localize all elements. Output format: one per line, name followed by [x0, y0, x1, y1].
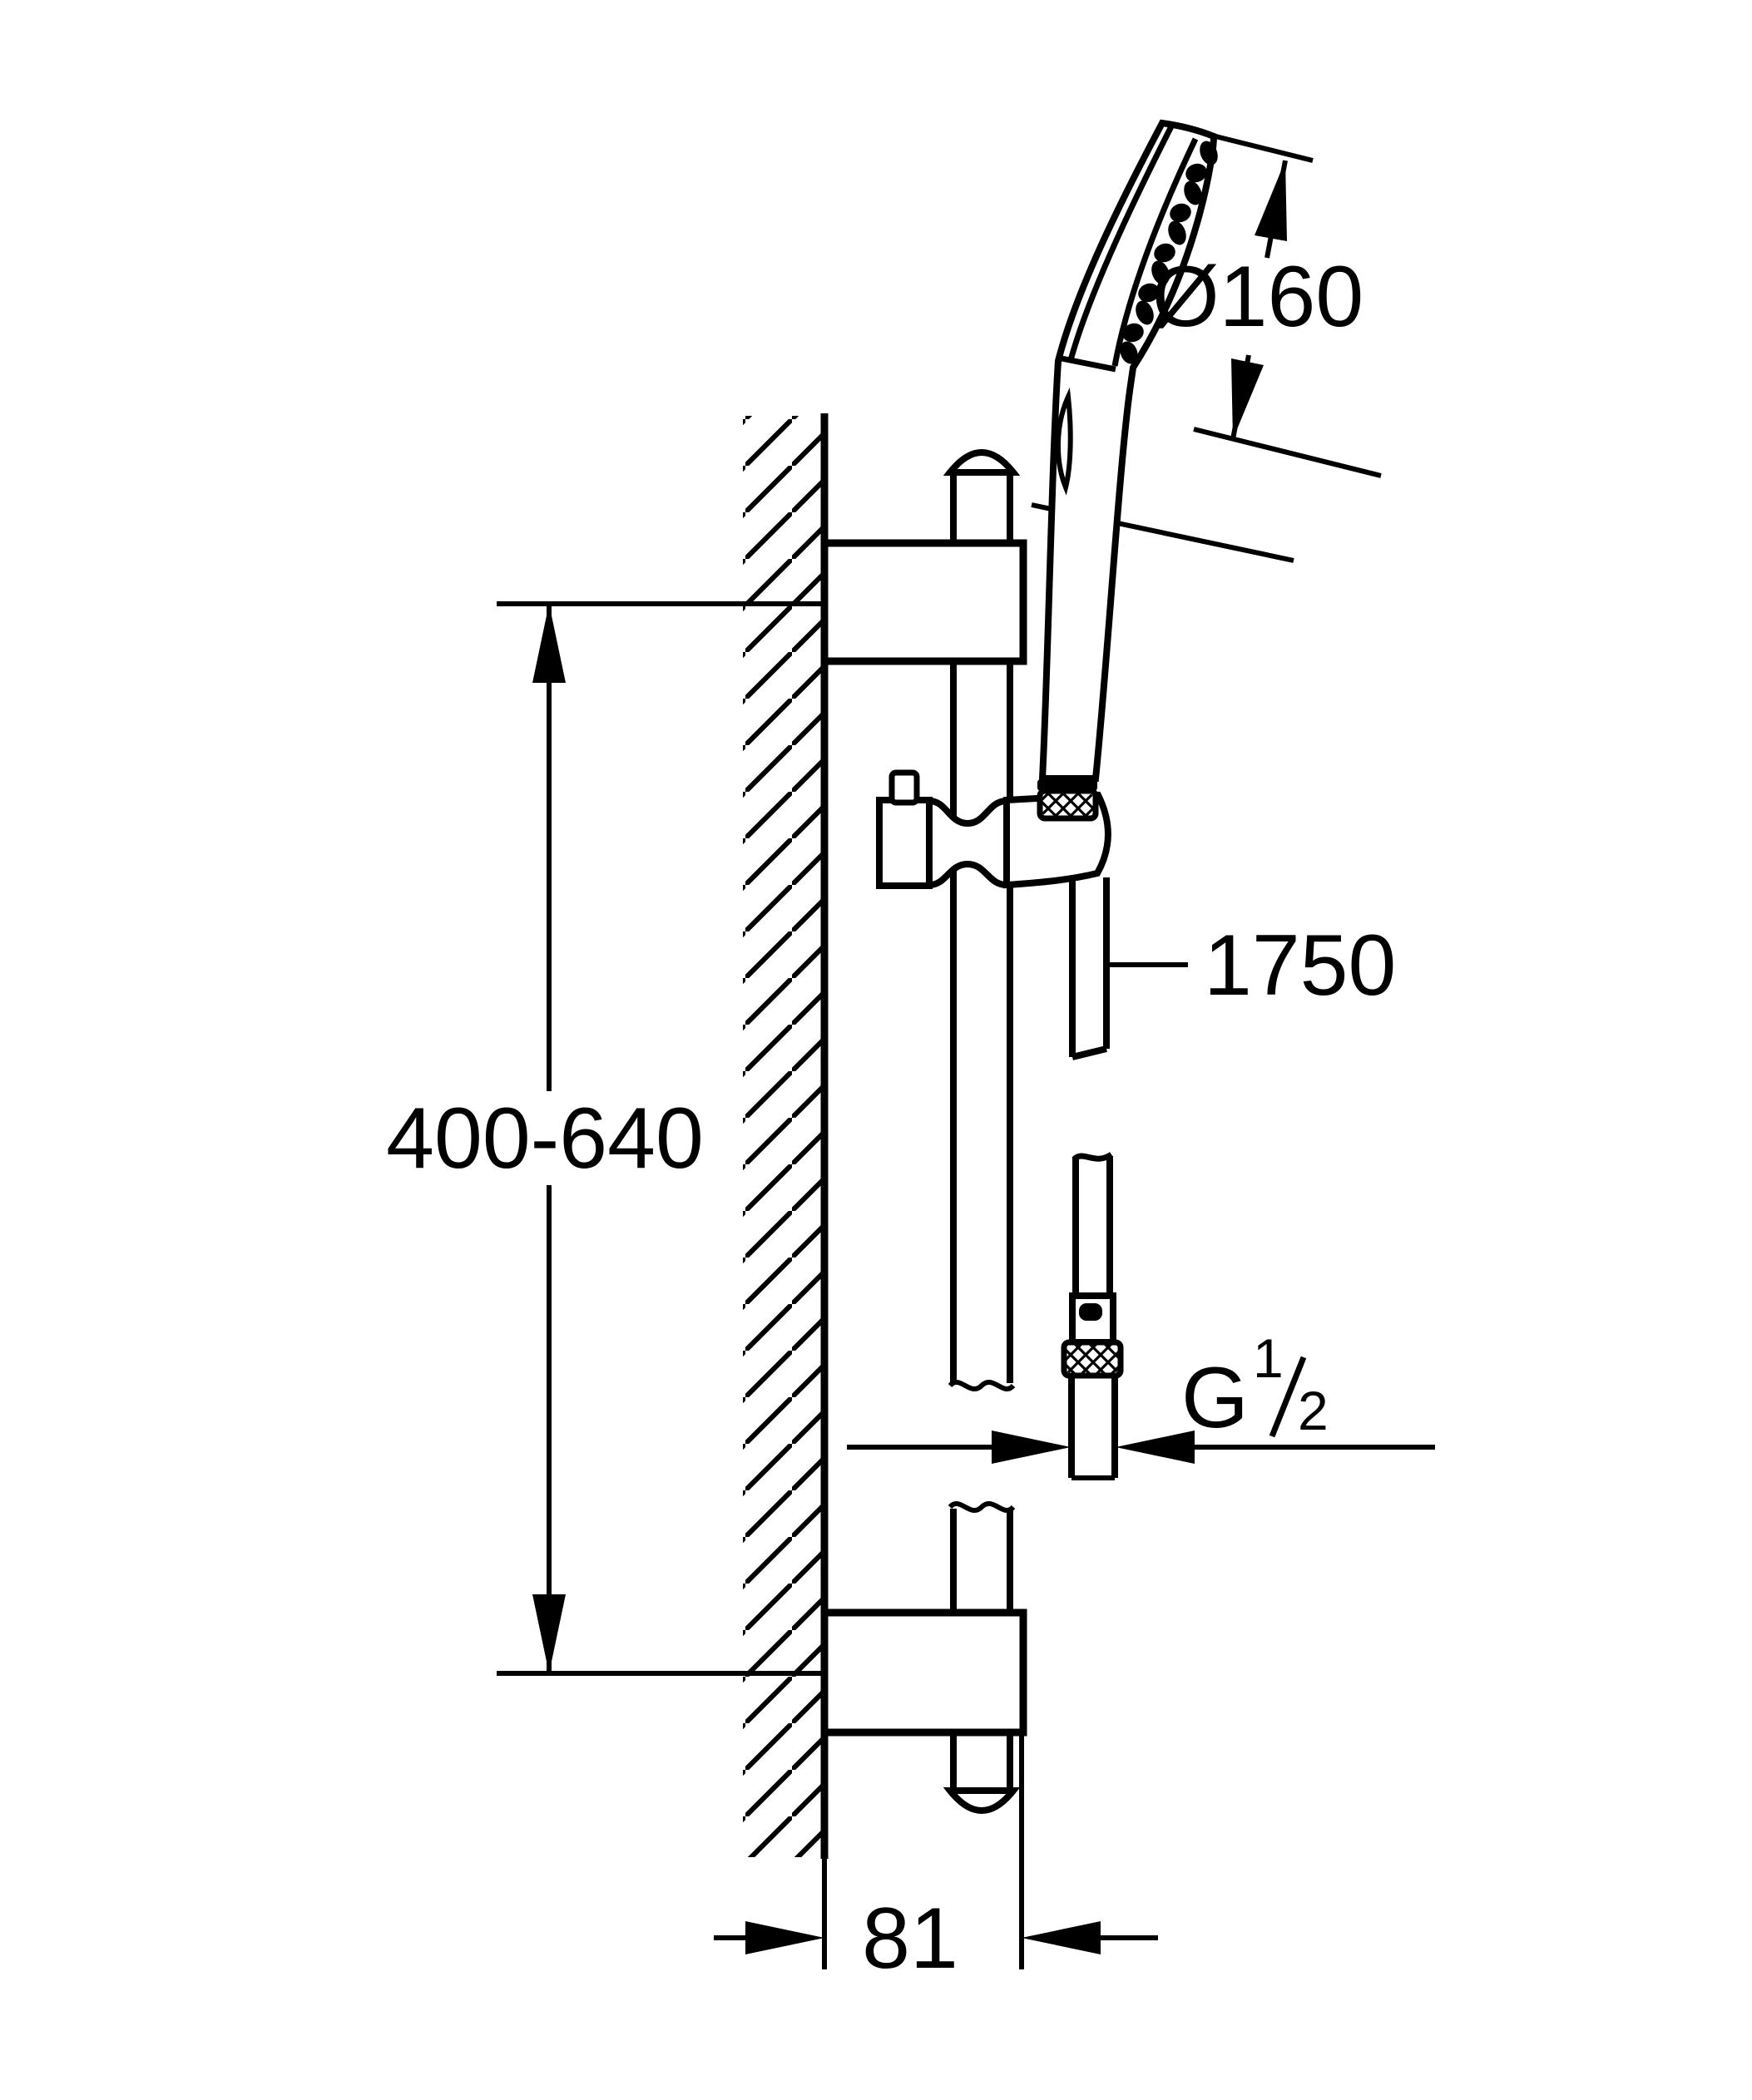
head-diameter-label: Ø160: [1152, 249, 1363, 345]
handle-knurled-nut: [1037, 788, 1099, 822]
slider-clamp: [926, 797, 1010, 889]
shower-head-outline: [1038, 119, 1218, 782]
spray-nozzles: [1120, 141, 1218, 364]
dim-thread-size: [847, 1430, 1435, 1464]
hose-knurled-nut: [1061, 1339, 1124, 1379]
head-bottom-edge: [1061, 355, 1116, 373]
thread-letter-label: G: [1181, 1350, 1249, 1446]
extension-line-head-bottom: [1193, 427, 1382, 478]
thread-denominator-label: 2: [1298, 1380, 1329, 1441]
thread-numerator-label: 1: [1253, 1327, 1284, 1389]
rail-height-range-label: 400-640: [386, 1090, 704, 1187]
arrowhead-diagonal-up-icon: [1255, 161, 1287, 241]
rail-top-cap: [943, 449, 1021, 476]
head-faceplate-line: [1111, 137, 1199, 367]
rail-break-line-upper: [948, 1380, 1016, 1391]
head-seam-line: [1067, 125, 1175, 361]
spray-mode-lever: [1055, 387, 1073, 496]
wall-bracket-top: [820, 539, 1027, 665]
arrowhead-diagonal-down-icon: [1231, 358, 1264, 439]
hand-shower: [1038, 119, 1218, 782]
arrowhead-left-icon: [1116, 1430, 1195, 1464]
dim-head-diameter: [1031, 121, 1382, 563]
rail-break-line-lower: [948, 1501, 1016, 1513]
arrowhead-up-icon: [532, 604, 566, 683]
shower-hose-upper: [1069, 877, 1110, 1060]
slider-left-block: [876, 797, 933, 889]
slider-lock-knob: [888, 769, 920, 806]
hose-length-label: 1750: [1204, 917, 1396, 1014]
wall-hatching: [743, 416, 824, 1857]
hose-break-line: [1071, 1151, 1114, 1162]
rail-bottom-cap: [943, 1787, 1021, 1814]
arrowhead-inward-left-icon: [1022, 1921, 1101, 1954]
hose-upper-cut-end: [1071, 1045, 1107, 1060]
wall-bracket-bottom: [820, 1608, 1027, 1737]
shower-hose-lower: [1061, 1151, 1124, 1480]
arrowhead-down-icon: [532, 1594, 566, 1673]
dim-rail-height-range: [497, 601, 824, 1676]
hose-connector-detail: [1079, 1303, 1102, 1321]
fraction-slash: [1269, 1356, 1307, 1438]
dim-wall-distance: [714, 1732, 1158, 1969]
wall-distance-label: 81: [862, 1890, 958, 1987]
arrowhead-inward-right-icon: [745, 1921, 824, 1954]
arrowhead-right-icon: [992, 1430, 1071, 1464]
